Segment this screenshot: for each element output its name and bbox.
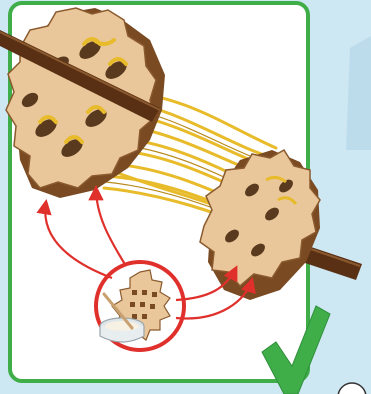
- glue-inset: [96, 262, 184, 350]
- page-edge-shape: [346, 36, 371, 150]
- next-step-circle-icon: [338, 383, 366, 394]
